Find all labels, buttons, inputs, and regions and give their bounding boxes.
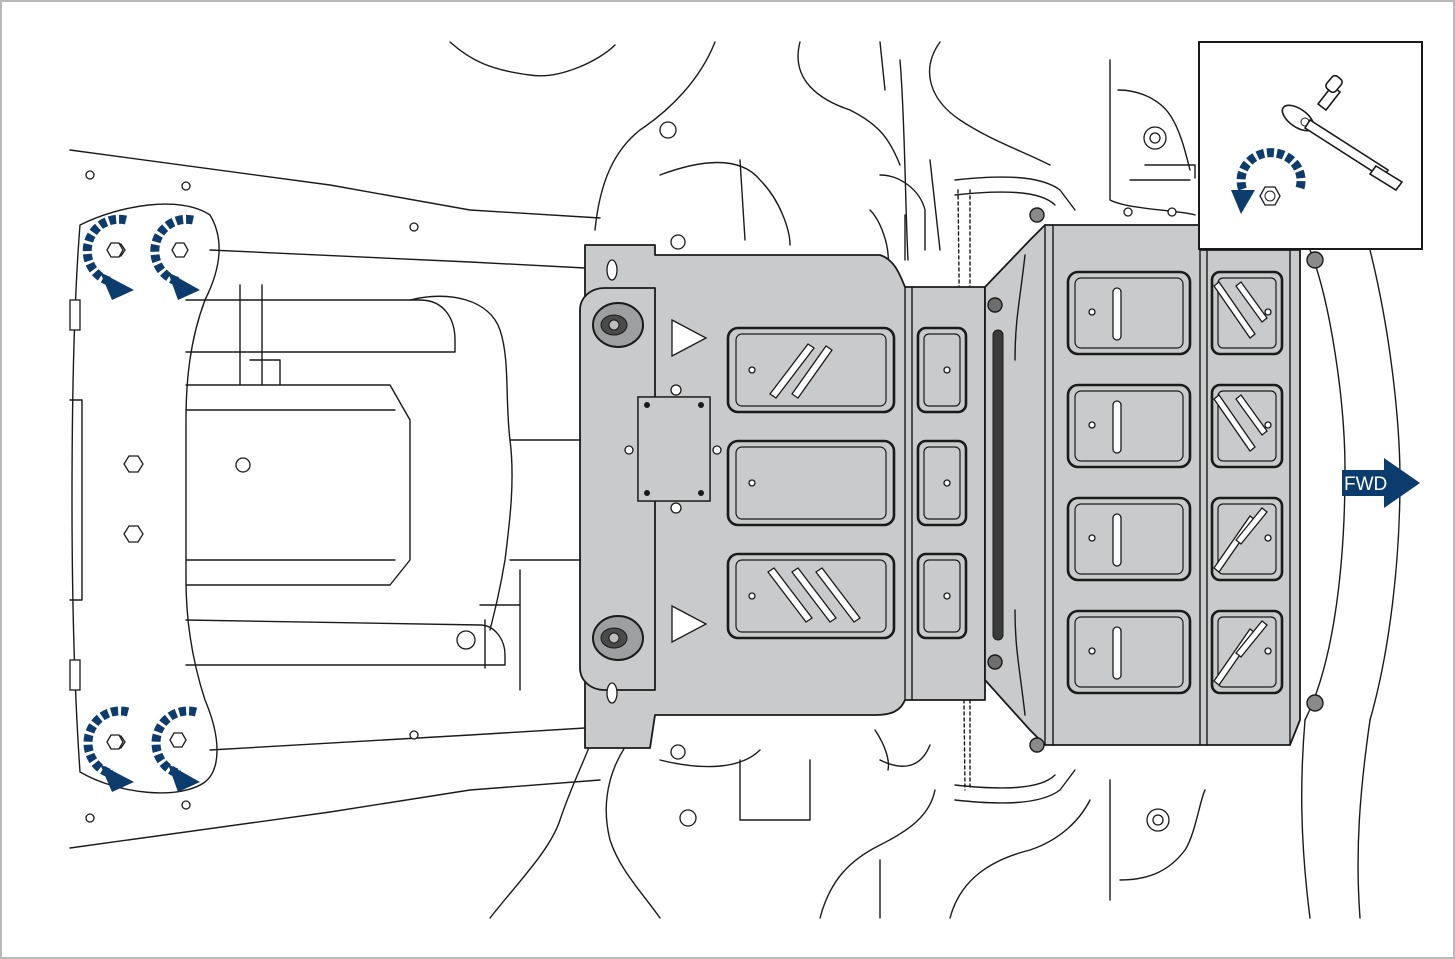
ratchet-wrench-icon — [1281, 74, 1404, 192]
rear-skid-plate — [579, 244, 986, 749]
hex-bolt-icon — [106, 734, 124, 750]
forward-direction-indicator: FWD — [1342, 458, 1420, 508]
tool-inset — [1198, 41, 1423, 250]
rotation-arrow-rear-upper-right — [150, 214, 200, 300]
rotation-arrow-rear-lower-left — [83, 706, 134, 792]
front-skid-plate — [984, 207, 1324, 753]
hex-bolt-icon — [171, 242, 189, 258]
rotation-arrow-counter-clockwise-icon — [1231, 148, 1306, 214]
forward-arrow-icon — [1342, 458, 1420, 508]
mount-boss-lower — [592, 615, 644, 661]
mount-boss-upper — [592, 302, 644, 348]
rotation-arrow-rear-upper-left — [82, 214, 134, 300]
hex-bolt-icon — [106, 242, 124, 258]
forward-label: FWD — [1344, 474, 1387, 495]
rotation-arrow-rear-lower-right — [151, 706, 200, 792]
hex-bolt-icon — [169, 732, 187, 748]
chassis-outline — [69, 41, 1401, 919]
